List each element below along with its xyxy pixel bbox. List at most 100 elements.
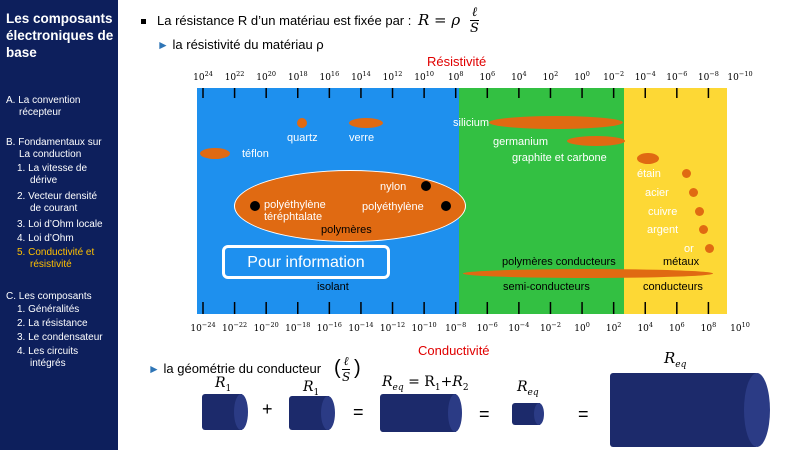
conductivity-tick-label: 10−10 bbox=[411, 321, 437, 334]
resistivity-tick-label: 108 bbox=[447, 70, 464, 83]
silicon-marker bbox=[489, 116, 623, 129]
sidebar-item[interactable]: 5. Conductivité et bbox=[17, 247, 95, 258]
resistivity-tick-label: 10−6 bbox=[666, 70, 688, 83]
conductivity-tick-label: 10−16 bbox=[316, 321, 342, 334]
geometry-paren-open: ( bbox=[334, 357, 341, 379]
sidebar-item[interactable]: dérive bbox=[30, 175, 58, 186]
sidebar-item[interactable]: 2. Vecteur densité bbox=[17, 191, 98, 202]
resistivity-tick-label: 1014 bbox=[351, 70, 371, 83]
conductivity-tick-label: 106 bbox=[669, 321, 685, 334]
req-label-large: Req bbox=[664, 349, 687, 370]
resistivity-tick-label: 10−8 bbox=[697, 70, 719, 83]
gold-label: or bbox=[684, 243, 694, 255]
pe-marker bbox=[441, 201, 451, 211]
nylon-label: nylon bbox=[380, 181, 407, 193]
conductor-label: conducteurs bbox=[643, 281, 703, 293]
conductivity-axis-label: Conductivité bbox=[418, 343, 490, 358]
sidebar-item[interactable]: 1. Généralités bbox=[17, 304, 80, 315]
resistivity-tick-label: 1020 bbox=[256, 70, 277, 83]
quartz-label: quartz bbox=[287, 132, 318, 144]
conductivity-tick-label: 10−22 bbox=[221, 321, 248, 334]
tin-label: étain bbox=[637, 168, 661, 180]
resistance-formula: R = ρ bbox=[418, 11, 461, 29]
tick-marks bbox=[202, 88, 710, 314]
info-box-label: Pour information bbox=[247, 254, 365, 271]
intro-text: La résistance R d’un matériau est fixée … bbox=[157, 13, 412, 28]
sidebar-item[interactable]: 2. La résistance bbox=[17, 318, 88, 329]
silicon-label: silicium bbox=[453, 117, 490, 129]
resistivity-tick-label: 104 bbox=[511, 70, 527, 83]
sidebar-item[interactable]: 4. Les circuits bbox=[17, 346, 79, 357]
resistivity-tick-label: 1022 bbox=[224, 70, 245, 83]
conductivity-tick-label: 10−6 bbox=[476, 321, 498, 334]
silver-label: argent bbox=[647, 224, 679, 236]
sidebar-item[interactable]: 3. Le condensateur bbox=[17, 332, 103, 343]
sidebar-item[interactable]: résistivité bbox=[30, 259, 72, 270]
conductivity-tick-label: 10−12 bbox=[379, 321, 406, 334]
steel-label: acier bbox=[645, 187, 669, 199]
conductivity-tick-label: 1010 bbox=[730, 321, 750, 334]
resistivity-line: ► la résistivité du matériau ρ bbox=[157, 37, 324, 52]
sidebar-item[interactable]: A. La convention bbox=[6, 95, 81, 106]
arrow-right-icon: ► bbox=[157, 38, 169, 52]
conductivity-tick-label: 10−24 bbox=[190, 321, 216, 334]
sidebar-item[interactable]: intégrés bbox=[30, 358, 66, 369]
sidebar: Les composants électroniques de base A. … bbox=[0, 0, 118, 450]
glass-marker bbox=[349, 118, 383, 128]
graphite-label: graphite et carbone bbox=[512, 152, 607, 164]
polymers-label: polymères bbox=[321, 224, 372, 236]
steel-marker bbox=[689, 188, 698, 197]
copper-label: cuivre bbox=[648, 206, 678, 218]
sidebar-title: Les composants électroniques de base bbox=[6, 11, 114, 60]
resistivity-tick-label: 102 bbox=[542, 70, 559, 83]
resistivity-tick-label: 1012 bbox=[382, 70, 403, 83]
metals-label: métaux bbox=[663, 256, 700, 268]
arrow-right-icon: ► bbox=[148, 362, 160, 376]
insulator-label: isolant bbox=[317, 281, 349, 293]
teflon-marker bbox=[200, 148, 230, 159]
sidebar-item[interactable]: de courant bbox=[30, 203, 78, 214]
copper-marker bbox=[695, 207, 704, 216]
tin-marker bbox=[682, 169, 691, 178]
conductivity-chart: téflon quartz verre silicium germanium g… bbox=[197, 88, 727, 314]
sidebar-item[interactable]: 3. Loi d’Ohm locale bbox=[17, 219, 103, 230]
pet-marker bbox=[250, 201, 260, 211]
equals-sign-1: = bbox=[353, 402, 364, 422]
resistivity-axis-label: Résistivité bbox=[427, 54, 487, 69]
glass-label: verre bbox=[349, 132, 375, 144]
germanium-marker bbox=[567, 136, 625, 146]
nylon-marker bbox=[421, 181, 431, 191]
conductivity-tick-label: 104 bbox=[637, 321, 654, 334]
sidebar-item[interactable]: La conduction bbox=[19, 149, 82, 160]
conductivity-tick-label: 10−4 bbox=[508, 321, 530, 334]
geometry-paren-close: ) bbox=[354, 357, 361, 379]
resistivity-tick-label: 1016 bbox=[319, 70, 340, 83]
sidebar-item[interactable]: récepteur bbox=[19, 107, 62, 118]
polymer-conductors-label: polymères conducteurs bbox=[502, 256, 616, 268]
conductivity-tick-label: 10−2 bbox=[539, 321, 561, 334]
conductivity-tick-label: 10−8 bbox=[445, 321, 467, 334]
silver-marker bbox=[699, 225, 708, 234]
series-sum-formula: Req = R1+R2 bbox=[382, 374, 469, 393]
resistivity-tick-label: 1024 bbox=[193, 70, 213, 83]
conductivity-tick-label: 10−14 bbox=[348, 321, 374, 334]
resistivity-tick-label: 106 bbox=[479, 70, 496, 83]
sidebar-item[interactable]: B. Fondamentaux sur bbox=[6, 137, 102, 148]
resistivity-tick-label: 10−10 bbox=[727, 70, 753, 83]
sidebar-item[interactable]: 4. Loi d’Ohm bbox=[17, 233, 74, 244]
r1-label-1: R1 bbox=[215, 375, 232, 394]
equals-sign-3: = bbox=[578, 404, 589, 424]
resistivity-tick-label: 1010 bbox=[414, 70, 434, 83]
resistivity-tick-label: 100 bbox=[574, 70, 590, 83]
conductivity-tick-label: 10−20 bbox=[253, 321, 279, 334]
geometry-fraction: ℓ S bbox=[342, 354, 351, 384]
sidebar-item[interactable]: C. Les composants bbox=[6, 291, 92, 302]
polymer-conductors-marker bbox=[463, 269, 713, 278]
formula-fraction: ℓ S bbox=[470, 5, 479, 36]
equals-sign-2: = bbox=[479, 404, 490, 424]
conductivity-tick-label: 108 bbox=[700, 321, 717, 334]
sidebar-item[interactable]: 1. La vitesse de bbox=[17, 163, 88, 174]
geometry-line: ► la géométrie du conducteur bbox=[148, 361, 322, 376]
semiconductor-label: semi-conducteurs bbox=[503, 281, 590, 293]
